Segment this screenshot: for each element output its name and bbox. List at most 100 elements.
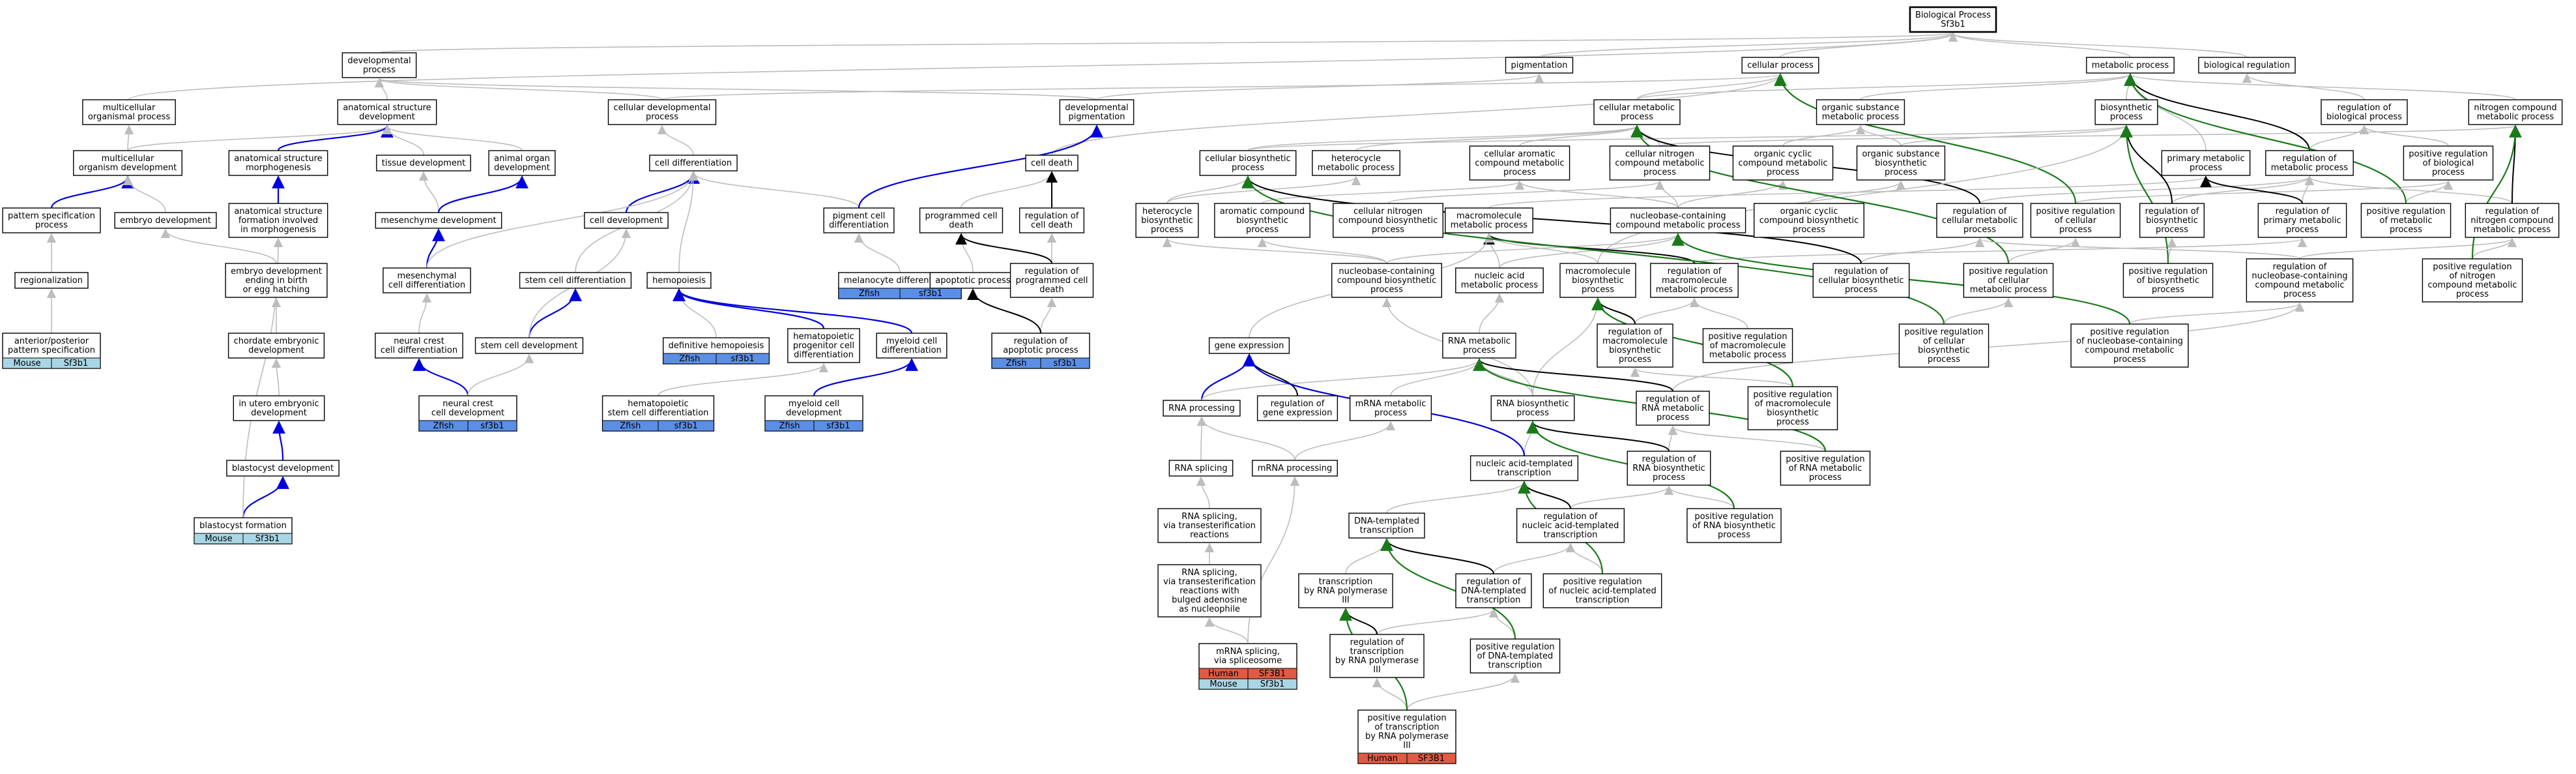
go-term-hemopoiesis[interactable]: hemopoiesis: [646, 272, 712, 289]
go-term-embryo-dev[interactable]: embryo development: [114, 212, 217, 229]
go-term-mrna-proc[interactable]: mRNA processing: [1252, 460, 1338, 477]
go-term-tissue-dev[interactable]: tissue development: [376, 155, 471, 171]
go-term-rna-splicing-bulged[interactable]: RNA splicing,via transesterificationreac…: [1157, 564, 1262, 618]
go-term-cellular-proc[interactable]: cellular process: [1741, 57, 1819, 74]
go-term-rna-proc[interactable]: RNA processing: [1163, 400, 1241, 417]
go-term-blastocyst-dev[interactable]: blastocyst development: [226, 460, 340, 477]
go-term-cell-development[interactable]: cell development: [584, 212, 669, 229]
go-term-rna-splicing-trans[interactable]: RNA splicing,via transesterificationreac…: [1157, 508, 1262, 543]
go-term-stem-cell-diff[interactable]: stem cell differentiation: [519, 272, 632, 289]
go-term-apoptotic[interactable]: apoptotic process: [929, 272, 1017, 289]
go-term-cell-death[interactable]: cell death: [1025, 155, 1078, 171]
go-term-pigmentation[interactable]: pigmentation: [1505, 57, 1574, 74]
go-term-reg-nuc-met[interactable]: regulation ofnucleobase-containingcompou…: [2246, 258, 2354, 303]
go-term-cell-diff[interactable]: cell differentiation: [649, 155, 738, 171]
go-term-metabolic-proc[interactable]: metabolic process: [2086, 57, 2175, 74]
go-term-stem-cell-dev[interactable]: stem cell development: [474, 337, 584, 354]
go-term-bio-reg[interactable]: biological regulation: [2198, 57, 2296, 74]
go-term-reg-macro-biosyn[interactable]: regulation ofmacromoleculebiosyntheticpr…: [1597, 323, 1673, 368]
go-term-mesen-dev[interactable]: mesenchyme development: [375, 212, 502, 229]
go-term-gene-expr[interactable]: gene expression: [1208, 337, 1290, 354]
go-term-rna-splicing[interactable]: RNA splicing: [1168, 460, 1234, 477]
go-term-regionalization[interactable]: regionalization: [14, 272, 89, 289]
